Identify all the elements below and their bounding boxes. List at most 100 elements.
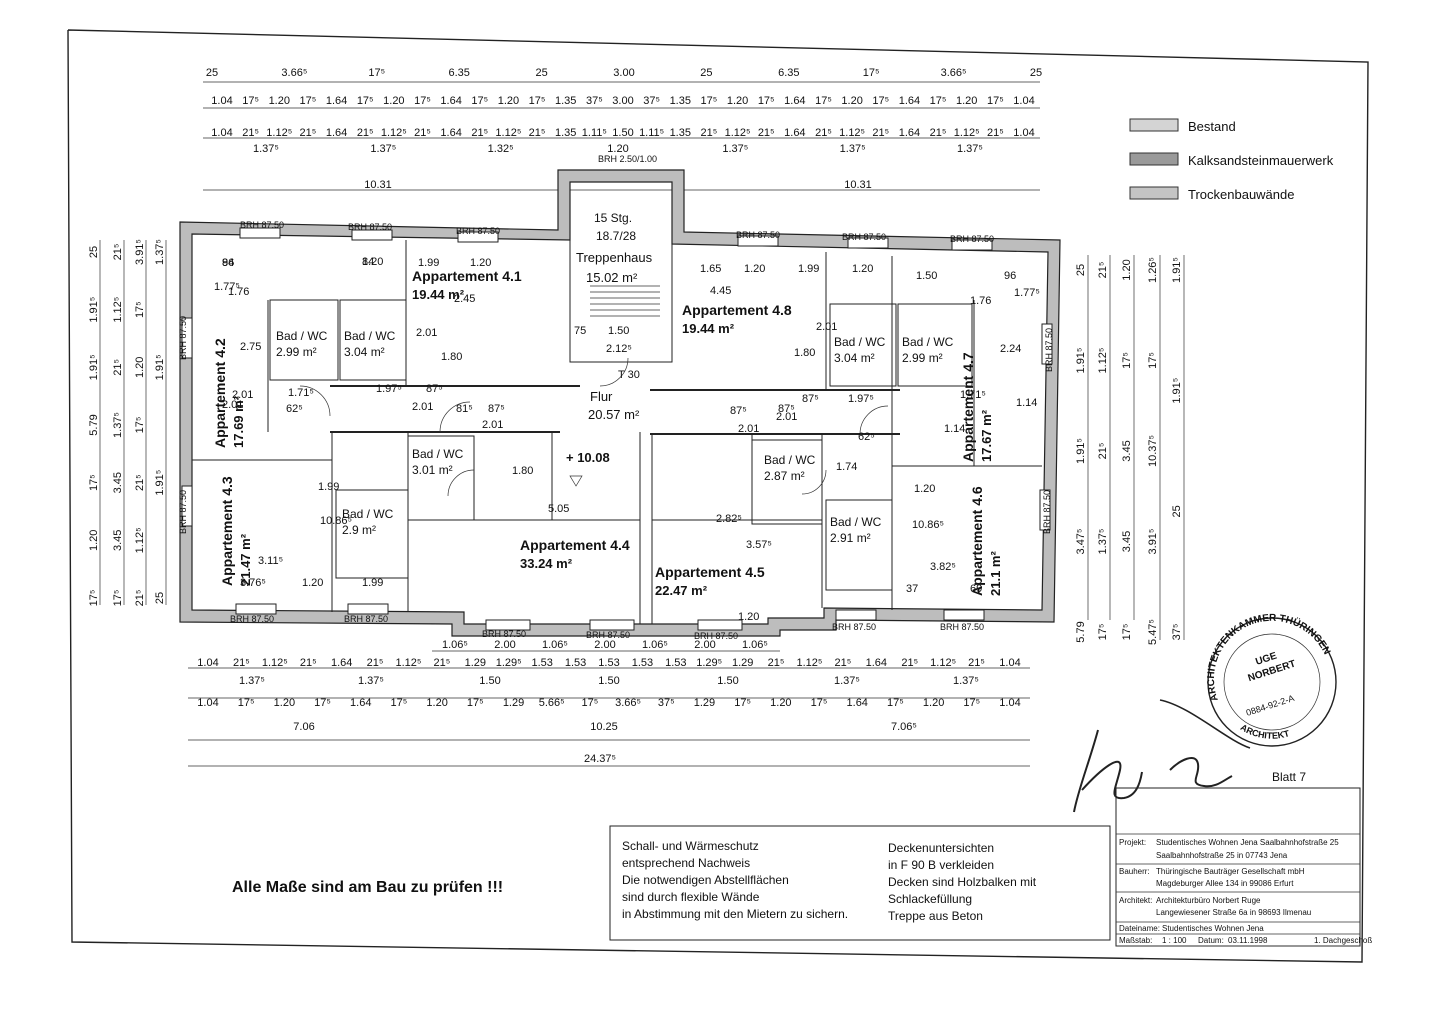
bottom-dim-label: 3.66⁵ [615,697,641,709]
bottom-dim-label: 1.29⁵ [696,657,722,669]
left-dim-label: 17⁵ [88,474,100,491]
interior-dim-label: 2.01 [482,419,503,431]
note-right-line: Decken sind Holzbalken mit [888,875,1037,889]
bottom-dim-label: 1.64 [331,657,352,669]
legend-label-trockenbau: Trockenbauwände [1188,187,1294,202]
interior-dim-label: 87⁵ [778,403,795,415]
interior-dim-label: 3.11⁵ [258,555,283,567]
bottom-dim-label: 17⁵ [811,697,828,709]
interior-dim-label: 1.80 [794,347,815,359]
bottom-dim-label: 1.53 [665,657,686,669]
top-dim-label: 1.20 [841,95,862,107]
note-right-line: Treppe aus Beton [888,909,983,923]
interior-dim-label: 1.20 [744,263,765,275]
interior-dim-label: 1.80 [512,465,533,477]
interior-dim-label: 84 [222,257,234,269]
tb-massstab-label: Maßstab: [1119,936,1152,945]
window-sill-label: BRH 87.50 [344,614,388,624]
top-dim-label: 21⁵ [471,127,488,139]
left-dim-label: 1.91⁵ [88,354,100,380]
top-dim-label: 17⁵ [414,95,431,107]
bath-labels: Bad / WC 2.99 m² Bad / WC 3.04 m² Bad / … [276,329,954,545]
right-dim-label: 5.79 [1075,621,1087,642]
top-dim-label: 1.64 [326,127,347,139]
right-dim-label: 17⁵ [1097,624,1109,641]
bottom-dim-label: 21⁵ [367,657,384,669]
bottom-dim-label: 1.53 [565,657,586,669]
bottom-dim-label: 17⁵ [734,697,751,709]
bottom-dim-label: 1.37⁵ [834,675,860,687]
interior-dim-label: 1.14 [944,423,965,435]
room-labels: Appartement 4.1 19.44 m² Appartement 4.2… [212,154,1003,598]
bottom-dim-label: 1.06⁵ [542,639,568,651]
stair-ratio: 18.7/28 [596,229,636,243]
top-dim-label: 1.50 [612,127,633,139]
legend: Bestand Kalksandsteinmauerwerk Trockenba… [1129,118,1334,202]
bottom-dim-label: 1.37⁵ [358,675,384,687]
building-walls [179,169,1061,637]
bottom-dim-label: 21⁵ [233,657,250,669]
top-dim-label: 17⁵ [300,95,317,107]
interior-dim-label: 87⁵ [802,393,819,405]
top-dim-label: 25 [1030,67,1042,79]
top-dim-label: 21⁵ [872,127,889,139]
right-dim-label: 25 [1171,505,1183,517]
interior-dim-label: 1.20 [738,611,759,623]
bottom-dim-label: 1.29 [694,697,715,709]
top-dim-label: 3.00 [612,95,633,107]
bottom-dim-label: 1.29⁵ [496,657,522,669]
top-dim-label: 3.66⁵ [281,67,307,79]
bath-label: Bad / WC [276,329,328,343]
bottom-dim-label: 7.06⁵ [891,721,917,733]
window-sill-label: BRH 87.50 [240,220,284,230]
bottom-dim-label: 1.64 [847,697,868,709]
top-dim-label: 1.37⁵ [253,143,279,155]
top-dim-label: 1.04 [211,95,232,107]
top-dim-label: 17⁵ [987,95,1004,107]
interior-dim-label: 2.24 [1000,343,1021,355]
bottom-dim-label: 1.12⁵ [262,657,288,669]
room-name-4-1: Appartement 4.1 [412,268,522,284]
left-dim-label: 1.91⁵ [88,297,100,323]
room-name-4-8: Appartement 4.8 [682,302,792,318]
interior-dim-label: 2.01 [222,399,243,411]
right-dim-label: 37⁵ [1171,624,1183,641]
tb-architekt-line2: Langewiesener Straße 6a in 98693 Ilmenau [1156,908,1311,917]
bottom-dim-label: 7.06 [293,721,314,733]
room-area-4-1: 19.44 m² [412,287,465,302]
top-dim-label: 1.20 [956,95,977,107]
window-sill-label: BRH 87.50 [842,232,886,242]
bath-area: 3.04 m² [344,345,385,359]
note-left-line: in Abstimmung mit den Mietern zu sichern… [622,907,848,921]
interior-dim-label: 96 [222,257,234,269]
bottom-dim-label: 1.53 [632,657,653,669]
top-dim-label: 17⁵ [701,95,718,107]
window-sill-label: BRH 87.50 [586,630,630,640]
interior-dim-label: 1.97⁵ [848,393,874,405]
bottom-dim-label: 37⁵ [658,697,675,709]
interior-dim-label: 1.74 [836,461,857,473]
left-dim-label: 1.20 [88,530,100,551]
left-dim-label: 25 [88,246,100,258]
interior-dim-label: 3.76⁵ [240,577,266,589]
interior-dim-label: 1.20 [470,257,491,269]
interior-dim-label: 1.71⁵ [960,389,986,401]
left-dim-label: 21⁵ [112,359,124,376]
interior-dim-label: 3.82⁵ [930,561,956,573]
top-dim-label: 1.04 [211,127,232,139]
room-name-4-2: Appartement 4.2 [212,338,228,448]
left-dimensions: 251.91⁵1.91⁵5.7917⁵1.2017⁵21⁵1.12⁵21⁵1.3… [88,239,167,606]
top-dim-label: 17⁵ [930,95,947,107]
top-dim-label: 6.35 [448,67,469,79]
note-right-line: Deckenuntersichten [888,841,994,855]
interior-dim-label: 2.45 [454,293,475,305]
bottom-dim-label: 21⁵ [901,657,918,669]
interior-dim-label: 2.75 [240,341,261,353]
hall-name: Flur [590,389,613,404]
top-dim-label: 1.64 [440,95,461,107]
top-dim-label: 21⁵ [357,127,374,139]
interior-dim-label: 37 [906,583,918,595]
interior-dim-label: 87⁵ [426,383,443,395]
legend-swatch-trockenbau [1129,186,1179,200]
bottom-dim-label: 1.29 [732,657,753,669]
